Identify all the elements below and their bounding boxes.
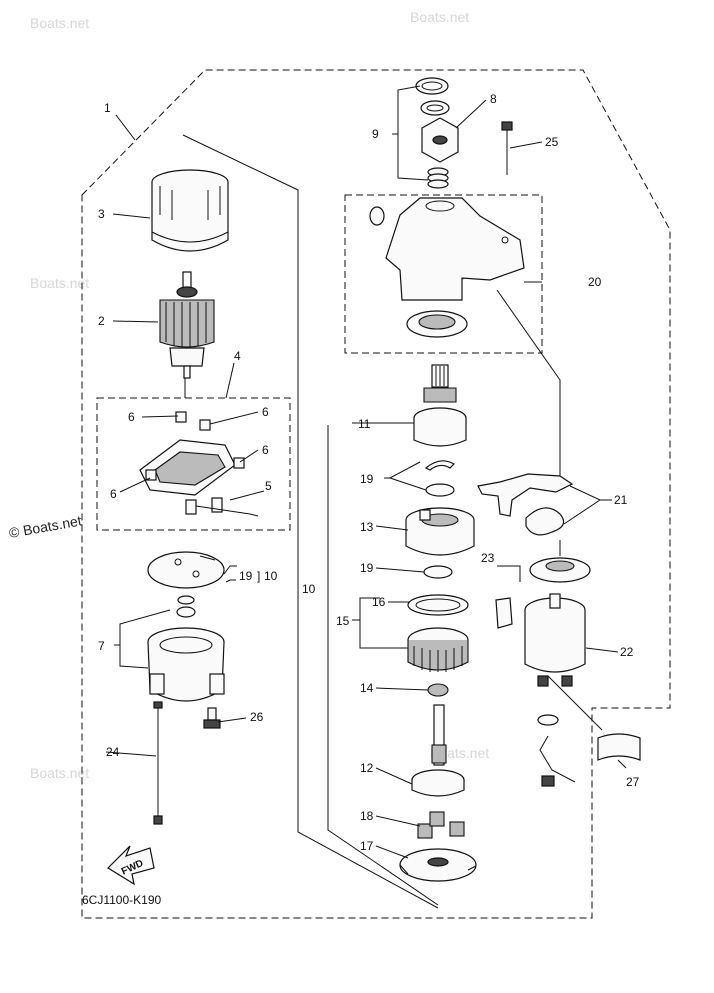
callout-7: 7 — [98, 639, 105, 653]
part-through-bolt — [153, 701, 163, 825]
part-pinion — [421, 117, 459, 163]
part-washer-19b — [423, 565, 453, 579]
part-plunger — [495, 540, 591, 629]
callout-19-lower: 19 — [360, 561, 374, 575]
part-bushing — [176, 606, 196, 618]
part-brush-holder — [139, 411, 245, 496]
assembly-outline — [81, 69, 671, 919]
part-drive-shaft — [413, 364, 467, 447]
callout-6c: 6 — [262, 443, 269, 457]
callout-8: 8 — [490, 92, 497, 106]
callout-11: 11 — [358, 417, 371, 431]
group-10-inner — [327, 425, 439, 906]
part-solenoid — [524, 593, 586, 687]
callout-1: 1 — [104, 101, 111, 115]
callout-6a: 6 — [128, 410, 135, 424]
watermark-text: Boats.net — [30, 765, 89, 781]
callout-12: 12 — [360, 761, 374, 775]
housing-box — [344, 194, 543, 354]
leader-lines — [105, 85, 627, 859]
part-screw-25 — [501, 121, 513, 175]
group-10-line — [182, 134, 439, 909]
part-bearing — [406, 310, 468, 338]
part-brush-lead — [185, 497, 259, 517]
part-gear-housing — [405, 507, 475, 556]
watermark-primary: © Boats.net — [8, 512, 83, 541]
part-seal-set — [415, 77, 450, 116]
part-planet-gears — [417, 811, 465, 839]
callout-4: 4 — [234, 349, 241, 363]
part-shift-lever — [477, 473, 574, 536]
part-spring — [427, 167, 449, 189]
callout-2: 2 — [98, 314, 105, 328]
callout-16: 16 — [372, 595, 386, 609]
brush-holder-box — [96, 397, 291, 531]
part-armature — [159, 271, 215, 379]
callout-6d: 6 — [110, 487, 117, 501]
callout-23: 23 — [481, 551, 495, 565]
callout-19-left: 19 — [239, 569, 253, 583]
part-c-clip — [424, 460, 455, 471]
callout-labels: 1 3 2 4 6 6 6 6 5 19 ] 10 7 26 24 9 8 25… — [98, 92, 640, 853]
callout-3: 3 — [98, 207, 105, 221]
part-planet-carrier-shaft — [411, 704, 465, 797]
fwd-arrow-icon: FWD — [107, 845, 155, 886]
part-plate-left — [147, 551, 225, 589]
part-cap-27 — [597, 733, 641, 761]
part-front-housing — [369, 197, 525, 301]
part-washer-small — [177, 595, 195, 605]
part-bolt-26 — [203, 707, 221, 729]
watermark-text: Boats.net — [410, 9, 469, 25]
callout-20: 20 — [588, 275, 602, 289]
callout-14: 14 — [360, 681, 374, 695]
callout-5: 5 — [265, 479, 272, 493]
callout-27: 27 — [626, 775, 640, 789]
part-yoke — [151, 169, 229, 252]
bracket-right: ] — [257, 569, 260, 583]
part-internal-gear — [407, 627, 469, 672]
callout-18: 18 — [360, 809, 374, 823]
callout-6b: 6 — [262, 405, 269, 419]
callout-17: 17 — [360, 839, 374, 853]
part-lead-wire — [537, 714, 576, 787]
callout-26: 26 — [250, 710, 264, 724]
callout-21: 21 — [614, 493, 628, 507]
callout-25: 25 — [545, 135, 559, 149]
callout-24: 24 — [106, 745, 120, 759]
callout-10-center: 10 — [302, 582, 316, 596]
part-bushing-14 — [427, 683, 449, 697]
callout-19-center: 19 — [360, 472, 374, 486]
part-end-cover — [147, 627, 225, 702]
watermark-text: Boats.net — [30, 15, 89, 31]
callout-13: 13 — [360, 520, 374, 534]
watermark-text: Boats.net — [30, 275, 89, 291]
callout-15: 15 — [336, 614, 350, 628]
leader-1 — [115, 114, 136, 141]
part-internal-ring — [407, 594, 469, 616]
part-lower-plate — [399, 848, 477, 882]
part-washer-19 — [425, 483, 455, 497]
diagram-code: 6CJ1100-K190 — [82, 893, 161, 907]
callout-22: 22 — [620, 645, 634, 659]
callout-9: 9 — [372, 127, 379, 141]
callout-10-left: 10 — [264, 569, 278, 583]
